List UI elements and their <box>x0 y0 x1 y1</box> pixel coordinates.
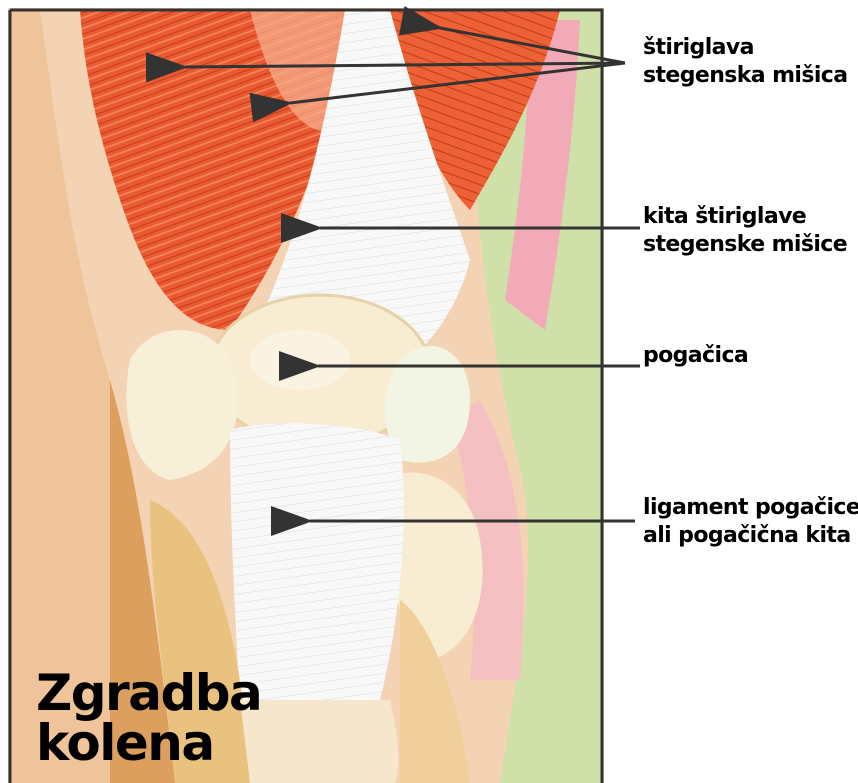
patellar-ligament <box>230 423 404 700</box>
label-quadriceps-tendon: kita štiriglave stegenske mišice <box>643 203 847 259</box>
patella-highlight <box>250 330 350 390</box>
label-quadriceps-tendon-line2: stegenske mišice <box>643 231 847 259</box>
label-patellar-ligament-line2: ali pogačična kita <box>643 522 858 550</box>
label-quadriceps-line2: stegenska mišica <box>643 62 847 90</box>
label-quadriceps: štiriglava stegenska mišica <box>643 34 847 90</box>
label-patellar-ligament-line1: ligament pogačice <box>643 494 858 522</box>
label-patella: pogačica <box>643 342 748 370</box>
label-patella-line1: pogačica <box>643 342 748 370</box>
title-line2: kolena <box>36 718 261 768</box>
lower-tissue <box>240 700 398 783</box>
label-quadriceps-line1: štiriglava <box>643 34 847 62</box>
diagram-title: Zgradba kolena <box>36 668 261 768</box>
title-line1: Zgradba <box>36 668 261 718</box>
label-patellar-ligament: ligament pogačice ali pogačična kita <box>643 494 858 550</box>
label-quadriceps-tendon-line1: kita štiriglave <box>643 203 847 231</box>
